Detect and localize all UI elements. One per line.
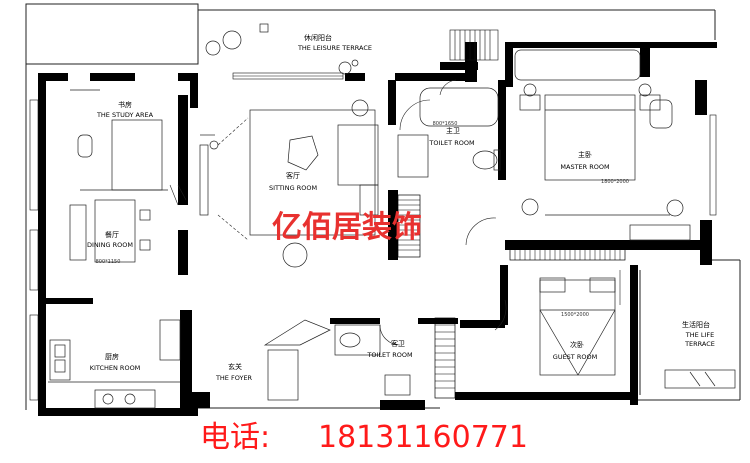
furniture xyxy=(48,23,736,409)
foyer-cn: 玄关 xyxy=(228,362,242,371)
study-cn: 书房 xyxy=(118,100,132,109)
guest-cn: 次卧 xyxy=(570,340,584,349)
sitting-cn: 客厅 xyxy=(286,171,300,180)
guest-toilet-en: TOILET ROOM xyxy=(366,351,412,359)
sofa xyxy=(337,124,379,186)
dining-table xyxy=(94,199,136,263)
lamp xyxy=(351,99,369,117)
study-chair xyxy=(77,134,93,158)
radiator xyxy=(629,224,691,241)
guest-shower xyxy=(334,324,381,356)
armchair xyxy=(282,242,308,268)
company-watermark: 亿佰居装饰 xyxy=(272,210,422,245)
toilet xyxy=(472,150,498,170)
phone-label: 电话: xyxy=(200,420,270,455)
guest-bed xyxy=(539,279,616,376)
dining-en: DINING ROOM xyxy=(87,241,133,249)
dining-cn: 餐厅 xyxy=(105,230,119,239)
dining-dim: 800*1150 xyxy=(96,259,121,265)
guest-dim: 1500*2000 xyxy=(561,312,589,318)
leisure-terrace-cn: 休闲阳台 xyxy=(304,33,332,42)
sitting-en: SITTING ROOM xyxy=(269,184,317,192)
living-rug xyxy=(249,109,376,236)
main-toilet-dim: 800*1650 xyxy=(433,121,458,127)
master-window-bench xyxy=(514,49,641,81)
foyer-en: THE FOYER xyxy=(215,374,253,382)
kitchen-en: KITCHEN ROOM xyxy=(90,364,141,372)
master-cn: 主卧 xyxy=(578,150,592,159)
main-toilet-en: TOILET ROOM xyxy=(428,139,474,147)
phone-number: 18131160771 xyxy=(318,420,528,455)
shoe-cabinet xyxy=(263,319,331,346)
guest-toilet-cn: 客卫 xyxy=(391,339,405,348)
master-bed xyxy=(544,94,636,181)
life-terrace-en1: THE LIFE xyxy=(685,331,714,339)
guest-en: GUEST ROOM xyxy=(553,353,597,361)
master-en: MASTER ROOM xyxy=(560,163,609,171)
room-labels: 休闲阳台 THE LEISURE TERRACE 书房 THE STUDY AR… xyxy=(87,33,715,382)
sink xyxy=(49,339,71,381)
study-en: THE STUDY AREA xyxy=(96,111,154,119)
vanity xyxy=(397,134,429,178)
bathtub xyxy=(419,87,499,127)
coffee-table xyxy=(287,135,319,171)
stove xyxy=(94,389,156,409)
main-toilet-cn: 主卫 xyxy=(446,126,460,135)
leisure-terrace-en: THE LEISURE TERRACE xyxy=(297,44,372,52)
doors xyxy=(169,79,621,346)
kitchen-cn: 厨房 xyxy=(105,352,119,361)
dining-bench xyxy=(69,204,87,261)
life-terrace-cn: 生活阳台 xyxy=(682,320,710,329)
walls xyxy=(38,42,717,416)
study-desk xyxy=(111,119,163,191)
wardrobe xyxy=(397,194,626,399)
washer xyxy=(664,369,736,389)
tv-unit xyxy=(199,144,209,216)
fridge xyxy=(159,319,181,361)
windows xyxy=(29,29,717,401)
master-dim: 1800*2000 xyxy=(601,179,629,185)
life-terrace-en2: TERRACE xyxy=(684,340,715,348)
